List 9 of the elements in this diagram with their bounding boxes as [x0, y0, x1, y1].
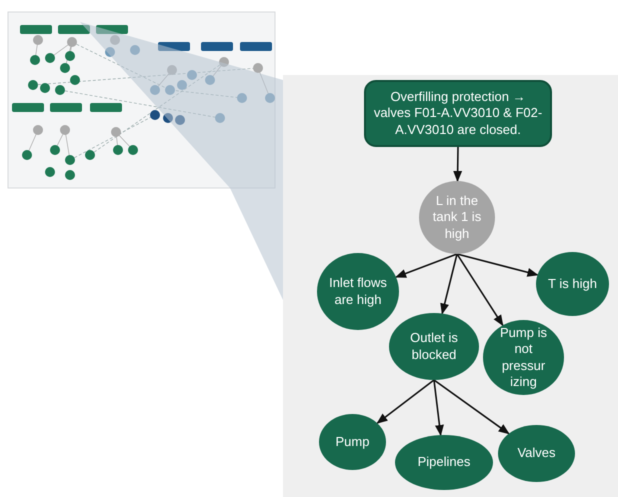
arrow	[456, 253, 539, 277]
arrow	[440, 254, 458, 315]
arrow	[453, 146, 462, 182]
arrow	[433, 380, 444, 436]
event-box: Overfilling protection → valves F01-A.VV3010 & F02-A.VV3010 are closed.	[364, 80, 552, 147]
arrow	[456, 254, 504, 326]
arrow	[376, 379, 434, 424]
arrow	[394, 253, 458, 278]
arrow	[434, 379, 510, 434]
